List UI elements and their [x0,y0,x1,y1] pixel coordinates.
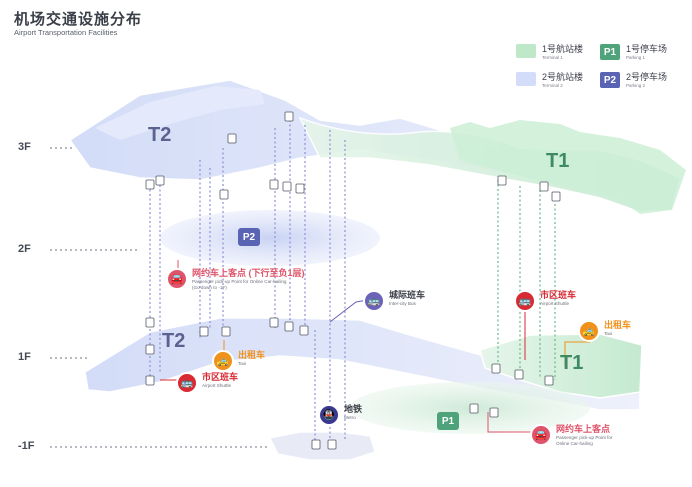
p2-map-badge: P2 [238,228,260,246]
legend-label: 2号航站楼 [542,72,584,82]
t1-1f-label: T1 [560,352,584,374]
poi-label-en: Passenger pick-up Point for [556,435,613,440]
bus-icon: 🚌 [176,372,198,394]
legend-label: 1号停车场 [626,44,668,54]
legend-label-en: Parking 1 [626,55,646,60]
legend-parking-2: P2 2号停车场 Parking 2 [600,72,667,89]
poi-label: 出租车 [604,320,632,330]
legend-terminal-2: 2号航站楼 Terminal 2 [516,72,583,89]
poi-city-shuttle-t2[interactable]: 🚌 市区班车 Airport Shuttle [176,372,238,394]
floor-guides [50,147,270,448]
legend-parking-1: P1 1号停车场 Parking 1 [600,44,667,61]
poi-rideshare-t1[interactable]: 🚘 网约车上客点 Passenger pick-up Point for Onl… [530,424,612,447]
parking-1-badge: P1 [600,44,620,60]
poi-label-en: Inter-city Bus [389,301,416,306]
legend-terminal-1: 1号航站楼 Terminal 1 [516,44,583,61]
bus-icon: 🚌 [514,290,536,312]
legend-label: 2号停车场 [626,72,668,82]
b1-metro-floor [269,431,376,461]
poi-label-en: Airport Shuttle [202,383,232,388]
car-icon: 🚘 [166,268,188,290]
poi-metro[interactable]: 🚇 地铁 Metro [318,404,362,426]
floor-label-2f: 2F [18,243,31,255]
taxi-icon: 🚕 [578,320,600,342]
t2-1f-label: T2 [162,330,186,352]
vertical-connectors-t1 [497,180,556,380]
floor-label-1f: 1F [18,351,31,363]
taxi-icon: 🚕 [212,350,234,372]
poi-label: 城际班车 [389,290,426,300]
legend-label: 1号航站楼 [542,44,584,54]
poi-label: 网约车上客点 [556,424,611,434]
poi-label-en-2: (Go down to -1F) [192,285,227,290]
poi-label-en: Airport Shuttle [540,301,570,306]
poi-label-en-2: Online Car-hailing [556,441,593,446]
vertical-connectors-t2 [149,120,346,440]
poi-intercity-bus[interactable]: 🚌 城际班车 Inter-city Bus [363,290,425,312]
terminal-1-swatch [516,44,536,58]
page-title: 机场交通设施分布 [14,11,143,28]
parking-2-badge: P2 [600,72,620,88]
poi-label: 市区班车 [202,372,239,382]
poi-label-en: Taxi [238,361,247,366]
legend-label-en: Terminal 1 [542,55,563,60]
poi-label-en: Metro [344,415,356,420]
terminal-2-swatch [516,72,536,86]
t2-3f-label: T2 [148,124,172,146]
p1-map-badge: P1 [437,412,459,430]
poi-label: 地铁 [344,404,363,414]
poi-label: 网约车上客点 (下行至负1层) [192,268,305,278]
poi-taxi-t1[interactable]: 🚕 出租车 Taxi [578,320,631,342]
metro-icon: 🚇 [318,404,340,426]
floor-label-b1: -1F [18,440,35,452]
page-subtitle: Airport Transportation Facilities [14,28,118,37]
poi-rideshare-t2[interactable]: 🚘 网约车上客点 (下行至负1层) Passenger pick-up Poin… [166,268,305,291]
poi-label: 市区班车 [540,290,577,300]
poi-label-en: Passenger pick-up Point for Online Car-h… [192,279,287,284]
legend-label-en: Parking 2 [626,83,646,88]
t2-3f-wing [95,86,265,140]
poi-city-shuttle-t1[interactable]: 🚌 市区班车 Airport Shuttle [514,290,576,312]
t1-3f-label: T1 [546,150,570,172]
legend-label-en: Terminal 2 [542,83,563,88]
poi-taxi-t2[interactable]: 🚕 出租车 Taxi [212,350,265,372]
bus-icon: 🚌 [363,290,385,312]
floor-label-3f: 3F [18,141,31,153]
t1-3f-wings [450,120,686,214]
poi-label: 出租车 [238,350,266,360]
car-icon: 🚘 [530,424,552,446]
facility-markers [145,111,561,450]
poi-label-en: Taxi [604,331,613,336]
p2-parking-area [160,210,380,266]
